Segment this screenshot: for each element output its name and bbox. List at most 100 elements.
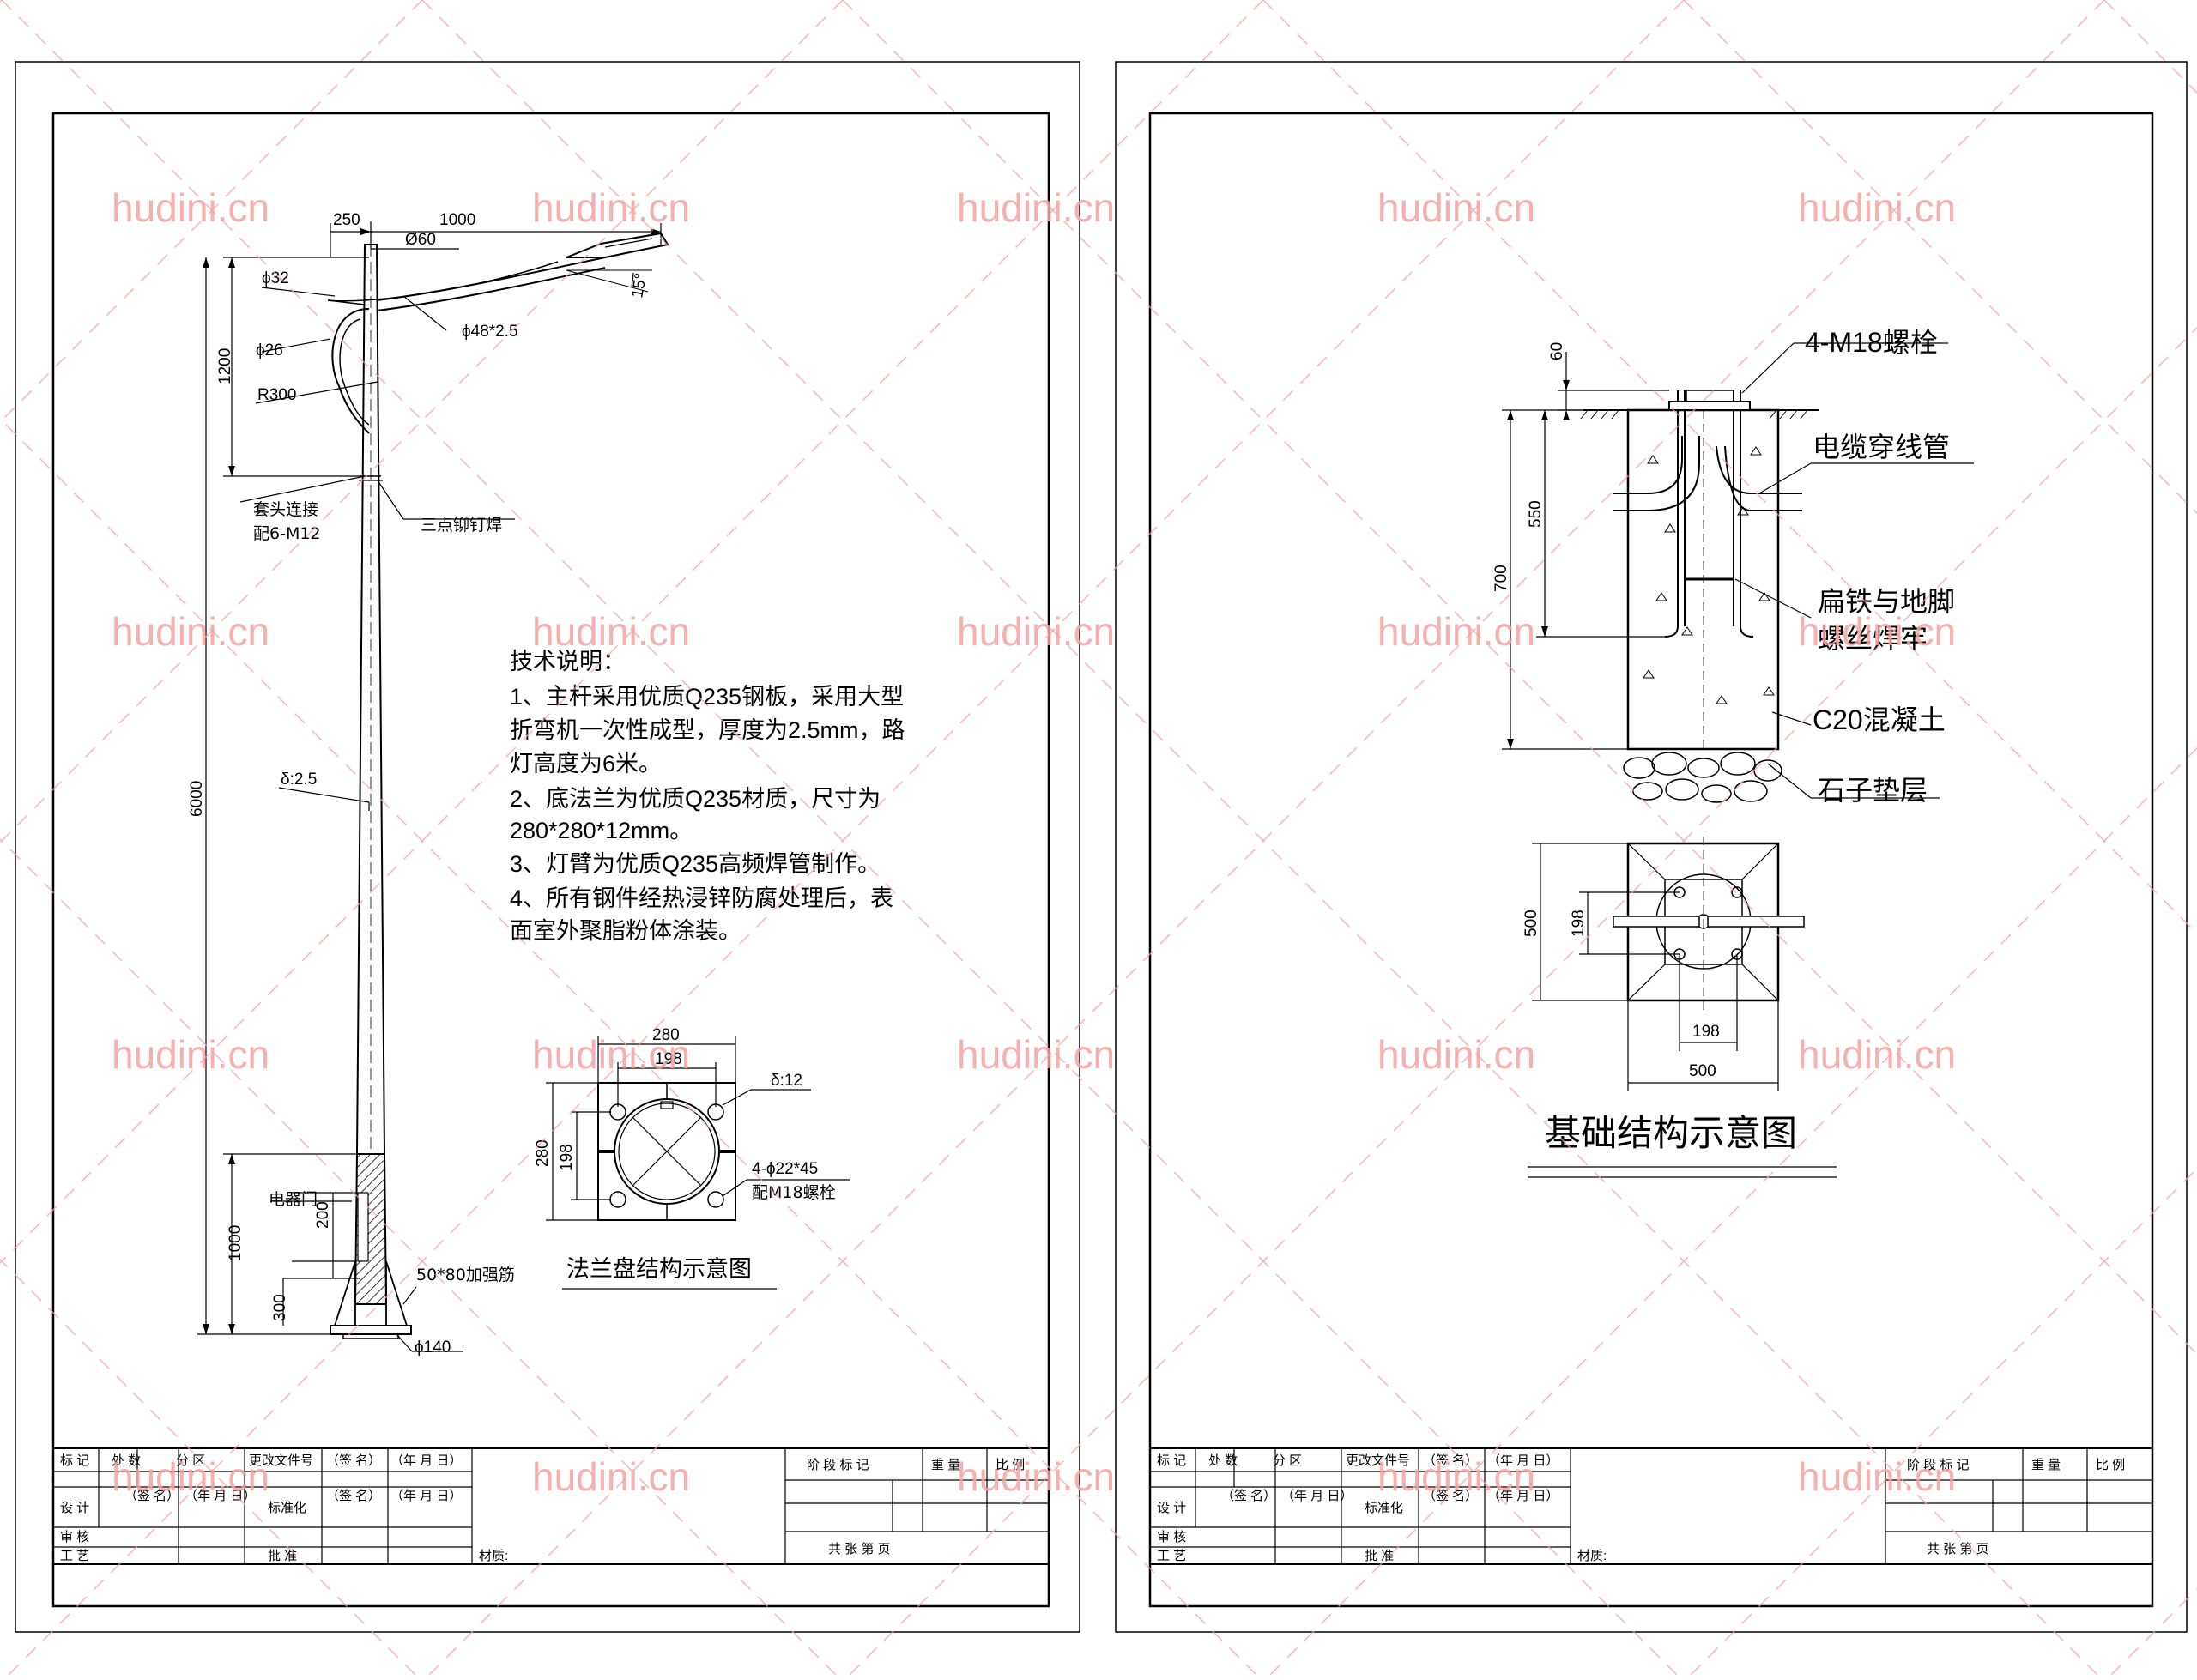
watermark-text: hudini.cn xyxy=(112,1454,269,1499)
label-rib: 50*80加强筋 xyxy=(416,1266,515,1284)
notes-line-6: 3、灯臂为优质Q235高频焊管制作。 xyxy=(510,851,881,877)
plan-500-v: 500 xyxy=(1522,909,1540,937)
dim-base-dia: ϕ140 xyxy=(415,1339,451,1357)
tbr-material: 材质: xyxy=(1577,1549,1607,1563)
label-weld-1: 扁铁与地脚 xyxy=(1818,586,1955,617)
dim-arm-length: 1000 xyxy=(439,211,475,229)
watermark-text: hudini.cn xyxy=(1377,1032,1535,1077)
watermark-line xyxy=(0,837,842,1680)
notes-line-8: 面室外聚脂粉体涂装。 xyxy=(510,918,741,944)
notes-line-2: 折弯机一次性成型，厚度为2.5mm，路 xyxy=(510,717,905,743)
tb-zone: 分 区 xyxy=(176,1453,205,1468)
tb-process: 工 艺 xyxy=(60,1549,89,1563)
watermark-line xyxy=(2103,0,2197,94)
plan-500-h: 500 xyxy=(1689,1062,1716,1080)
flange-thickness: δ:12 xyxy=(771,1072,802,1090)
tb-stage: 阶 段 标 记 xyxy=(807,1458,869,1472)
label-gravel: 石子垫层 xyxy=(1818,775,1928,806)
tbr-date-2: （年 月 日） xyxy=(1281,1489,1353,1503)
tb-sheets: 共 张 第 页 xyxy=(828,1541,891,1556)
watermark-line xyxy=(421,0,2103,1680)
watermark-line xyxy=(842,0,2197,1356)
tbr-design: 设 计 xyxy=(1157,1501,1186,1515)
plan-198-h: 198 xyxy=(1692,1023,1720,1041)
flange-plate xyxy=(546,1036,850,1290)
tbr-count: 处 数 xyxy=(1208,1453,1238,1468)
dim-bracket-dia: ϕ32 xyxy=(262,269,289,287)
found-d700: 700 xyxy=(1492,565,1510,592)
watermark-text: hudini.cn xyxy=(1377,185,1535,230)
found-d60: 60 xyxy=(1548,342,1566,360)
notes-line-4: 2、底法兰为优质Q235材质，尺寸为 xyxy=(510,786,881,812)
notes-line-5: 280*280*12mm。 xyxy=(510,818,693,843)
tb-review: 审 核 xyxy=(60,1530,89,1544)
watermark-text: hudini.cn xyxy=(112,609,269,654)
flange-outer-v: 280 xyxy=(534,1139,552,1167)
watermark-text: hudini.cn xyxy=(112,185,269,230)
watermark-text: hudini.cn xyxy=(112,1032,269,1077)
watermark-text: hudini.cn xyxy=(1377,609,1535,654)
notes-title: 技术说明： xyxy=(510,649,626,674)
label-door: 电器门 xyxy=(269,1190,318,1209)
watermark-line xyxy=(0,0,423,424)
flange-inner: 198 xyxy=(655,1050,682,1068)
tbr-process: 工 艺 xyxy=(1157,1549,1186,1563)
label-sleeve-line1: 套头连接 xyxy=(253,500,318,519)
dim-top-dia: Ø60 xyxy=(405,231,436,249)
lamp-arm xyxy=(376,257,606,301)
watermark-line xyxy=(0,1258,421,1680)
tb-approve: 批 准 xyxy=(268,1549,297,1563)
title-block-left xyxy=(52,1447,1050,1565)
title-block-right xyxy=(1149,1447,2153,1565)
notes-line-3: 灯高度为6米。 xyxy=(510,751,662,777)
flange-bolts: 配M18螺栓 xyxy=(752,1183,836,1202)
watermark-line xyxy=(0,0,844,844)
gravel-layer xyxy=(1623,752,1782,803)
dim-angle: 15° xyxy=(628,272,651,299)
watermark-text: hudini.cn xyxy=(532,185,690,230)
tb-count: 处 数 xyxy=(112,1453,141,1468)
tbr-sign-3: （签 名） xyxy=(1423,1489,1478,1503)
foundation-title: 基础结构示意图 xyxy=(1545,1112,1797,1154)
tbr-change: 更改文件号 xyxy=(1346,1453,1410,1468)
label-weld-2: 螺丝焊牢 xyxy=(1818,623,1928,654)
watermark-text: hudini.cn xyxy=(1798,609,1956,654)
sheet-frames xyxy=(15,61,2188,1633)
watermark-line xyxy=(1264,746,2197,1680)
dim-top-offset: 250 xyxy=(333,211,360,229)
tb-design: 设 计 xyxy=(60,1501,89,1515)
dim-door-height: 200 xyxy=(314,1201,332,1229)
watermark-text: hudini.cn xyxy=(1798,1032,1956,1077)
dim-height: 6000 xyxy=(188,781,206,817)
watermark-text: hudini.cn xyxy=(957,1032,1115,1077)
label-rivet-weld: 三点铆钉焊 xyxy=(421,516,502,535)
tb-weight: 重 量 xyxy=(931,1458,960,1472)
tb-date-2: （年 月 日） xyxy=(185,1489,256,1503)
watermark-text: hudini.cn xyxy=(532,609,690,654)
watermark-line xyxy=(1,0,1683,1680)
tb-sign: （签 名） xyxy=(326,1453,381,1468)
tb-date-3: （年 月 日） xyxy=(390,1489,462,1503)
tb-mark: 标 记 xyxy=(60,1453,89,1468)
dim-radius: R300 xyxy=(257,386,296,404)
watermark-text: hudini.cn xyxy=(532,1032,690,1077)
tbr-mark: 标 记 xyxy=(1157,1453,1186,1468)
tb-standardize: 标准化 xyxy=(268,1501,306,1515)
dim-arm-pipe: ϕ48*2.5 xyxy=(462,323,518,341)
electric-door xyxy=(357,1192,369,1262)
tbr-standardize: 标准化 xyxy=(1365,1501,1403,1515)
watermark-line xyxy=(1683,0,2197,515)
tbr-sign: （签 名） xyxy=(1423,1453,1478,1468)
title-block-right-text: 标 记 处 数 分 区 更改文件号 （签 名） （年 月 日） （签 名） （年… xyxy=(1157,1453,2125,1563)
tb-scale: 比 例 xyxy=(996,1458,1025,1472)
dim-door-offset: 300 xyxy=(271,1294,289,1321)
flange-outer: 280 xyxy=(652,1026,680,1044)
found-d550: 550 xyxy=(1527,500,1545,528)
tbr-scale: 比 例 xyxy=(2096,1458,2125,1472)
watermark-text: hudini.cn xyxy=(957,1454,1115,1499)
tbr-date-3: （年 月 日） xyxy=(1487,1489,1558,1503)
label-bolts: 4-M18螺栓 xyxy=(1805,327,1938,358)
tb-date: （年 月 日） xyxy=(390,1453,462,1468)
label-sleeve-line2: 配6-M12 xyxy=(253,524,321,543)
watermark-line xyxy=(1685,1167,2197,1680)
